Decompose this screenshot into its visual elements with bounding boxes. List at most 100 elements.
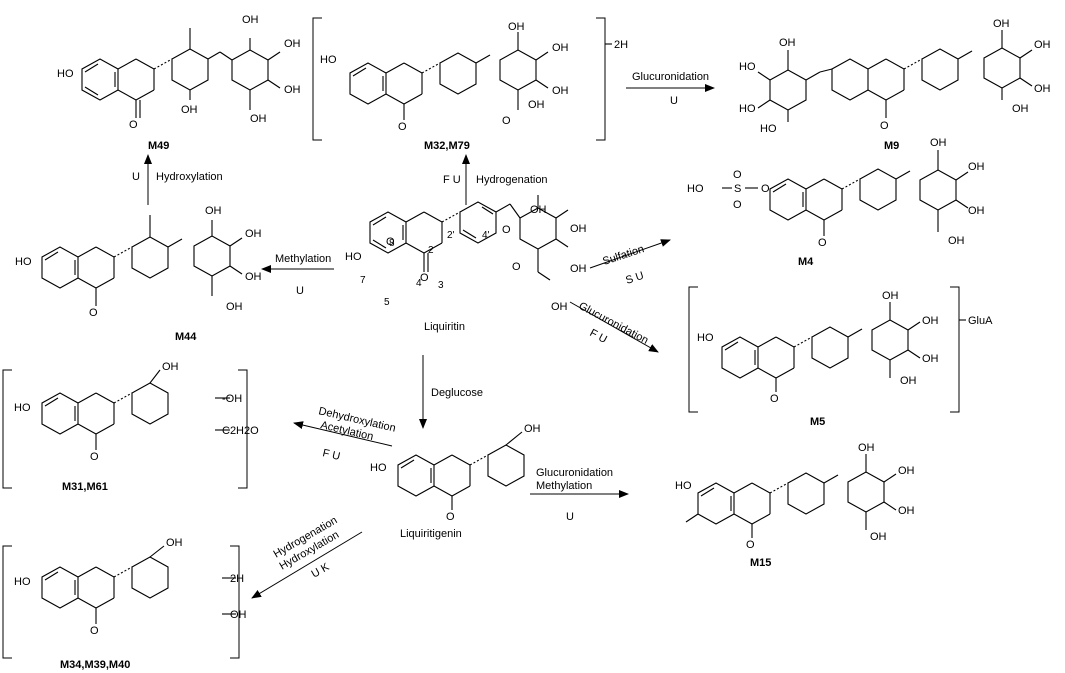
m49-structure bbox=[81, 28, 281, 118]
m9-structure bbox=[757, 30, 1033, 122]
locant-2: 2 bbox=[428, 245, 434, 256]
locant-5: 5 bbox=[384, 297, 390, 308]
atom-label: O bbox=[733, 199, 742, 211]
atom-label: OH bbox=[570, 223, 587, 235]
bracket-label-oh: OH bbox=[230, 609, 247, 621]
atom-label: OH bbox=[530, 204, 547, 216]
m4-structure bbox=[722, 150, 969, 236]
atom-label: OH bbox=[993, 18, 1010, 30]
atom-label: O bbox=[398, 121, 407, 133]
atom-label: OH bbox=[284, 38, 301, 50]
atom-label: OH bbox=[968, 161, 985, 173]
label-m49: M49 bbox=[148, 140, 169, 152]
atom-label: OH bbox=[242, 14, 259, 26]
arrow-label: Hydrogenation bbox=[476, 174, 548, 186]
atom-label: O bbox=[502, 224, 511, 236]
atom-label: OH bbox=[166, 537, 183, 549]
arrow-label: Methylation bbox=[275, 253, 331, 265]
atom-label: OH bbox=[870, 531, 887, 543]
atom-label: HO bbox=[739, 61, 756, 73]
atom-label: OH bbox=[181, 104, 198, 116]
arrow-cond: F U bbox=[321, 447, 341, 463]
atom-label: OH bbox=[528, 99, 545, 111]
label-liquiritigenin: Liquiritigenin bbox=[400, 528, 462, 540]
atom-label: HO bbox=[57, 68, 74, 80]
atom-label: OH bbox=[245, 228, 262, 240]
label-m44: M44 bbox=[175, 331, 197, 343]
label-m4: M4 bbox=[798, 256, 814, 268]
bracket-left bbox=[312, 17, 322, 141]
atom-label: OH bbox=[205, 205, 222, 217]
arrow-sulfation bbox=[589, 239, 671, 269]
bracket-left bbox=[2, 545, 12, 659]
atom-label: O bbox=[818, 237, 827, 249]
atom-label: OH bbox=[552, 42, 569, 54]
arrow-hydrogenation-hydroxylation bbox=[251, 531, 363, 599]
atom-label: OH bbox=[284, 84, 301, 96]
arrow-label: Glucuronidation bbox=[632, 71, 709, 83]
atom-label: OH bbox=[552, 85, 569, 97]
atom-label: OH bbox=[226, 301, 243, 313]
atom-label: OH bbox=[570, 263, 587, 275]
locant-4: 4 bbox=[416, 278, 422, 289]
arrow-cond: F U bbox=[443, 174, 461, 186]
arrow-cond: U bbox=[566, 511, 574, 523]
m31-structure bbox=[41, 369, 169, 450]
arrow-label: Deglucose bbox=[431, 387, 483, 399]
atom-label: O bbox=[90, 625, 99, 637]
atom-label: OH bbox=[948, 235, 965, 247]
label-m9: M9 bbox=[884, 140, 899, 152]
arrow-cond: S U bbox=[624, 270, 645, 287]
atom-label: OH bbox=[930, 137, 947, 149]
m32-structure bbox=[349, 32, 549, 120]
atom-label: HO bbox=[320, 54, 337, 66]
locant-2-prime: 2' bbox=[447, 230, 455, 241]
atom-label: HO bbox=[14, 402, 31, 414]
atom-label: OH bbox=[551, 301, 568, 313]
bracket-label-c2h2o: C2H2O bbox=[222, 425, 259, 437]
atom-label: O bbox=[502, 115, 511, 127]
bracket-label-glua: GluA bbox=[968, 315, 993, 327]
locant-3: 3 bbox=[438, 280, 444, 291]
bracket-label-2h: 2H bbox=[614, 39, 628, 51]
atom-label: OH bbox=[245, 271, 262, 283]
arrow-label: Glucuronidation bbox=[577, 300, 651, 347]
arrow-label: Glucuronidation bbox=[536, 467, 613, 479]
atom-label: HO bbox=[675, 480, 692, 492]
bracket-right bbox=[596, 17, 606, 141]
atom-label: O bbox=[89, 307, 98, 319]
atom-label: O bbox=[420, 272, 429, 284]
label-m31-m61: M31,M61 bbox=[62, 481, 108, 493]
atom-label: OH bbox=[922, 353, 939, 365]
atom-label: O bbox=[512, 261, 521, 273]
atom-label: OH bbox=[508, 21, 525, 33]
bracket-left bbox=[688, 286, 698, 413]
arrow-cond: U bbox=[132, 171, 140, 183]
atom-label: O bbox=[880, 120, 889, 132]
atom-label: HO bbox=[739, 103, 756, 115]
label-m15: M15 bbox=[750, 557, 771, 569]
atom-label: O bbox=[733, 169, 742, 181]
m5-structure bbox=[721, 302, 921, 392]
arrow-label: Hydroxylation bbox=[156, 171, 223, 183]
atom-label: O bbox=[446, 511, 455, 523]
arrow-label: Sulfation bbox=[601, 243, 645, 268]
atom-label: OH bbox=[922, 315, 939, 327]
label-m32-m79: M32,M79 bbox=[424, 140, 470, 152]
atom-label: HO bbox=[760, 123, 777, 135]
atom-label: O bbox=[761, 183, 770, 195]
bracket-label-2h: 2H bbox=[230, 573, 244, 585]
atom-label: O bbox=[90, 451, 99, 463]
atom-label: OH bbox=[968, 205, 985, 217]
atom-label: S bbox=[734, 183, 741, 195]
bracket-right bbox=[238, 369, 248, 489]
atom-label: OH bbox=[882, 290, 899, 302]
arrow-dehydroxylation bbox=[293, 421, 393, 447]
atom-label: HO bbox=[370, 462, 387, 474]
atom-label: OH bbox=[1012, 103, 1029, 115]
arrow-cond: U bbox=[670, 95, 678, 107]
arrow-label: Methylation bbox=[536, 480, 592, 492]
label-m34-m39-m40: M34,M39,M40 bbox=[60, 659, 130, 671]
m44-structure bbox=[41, 215, 243, 306]
